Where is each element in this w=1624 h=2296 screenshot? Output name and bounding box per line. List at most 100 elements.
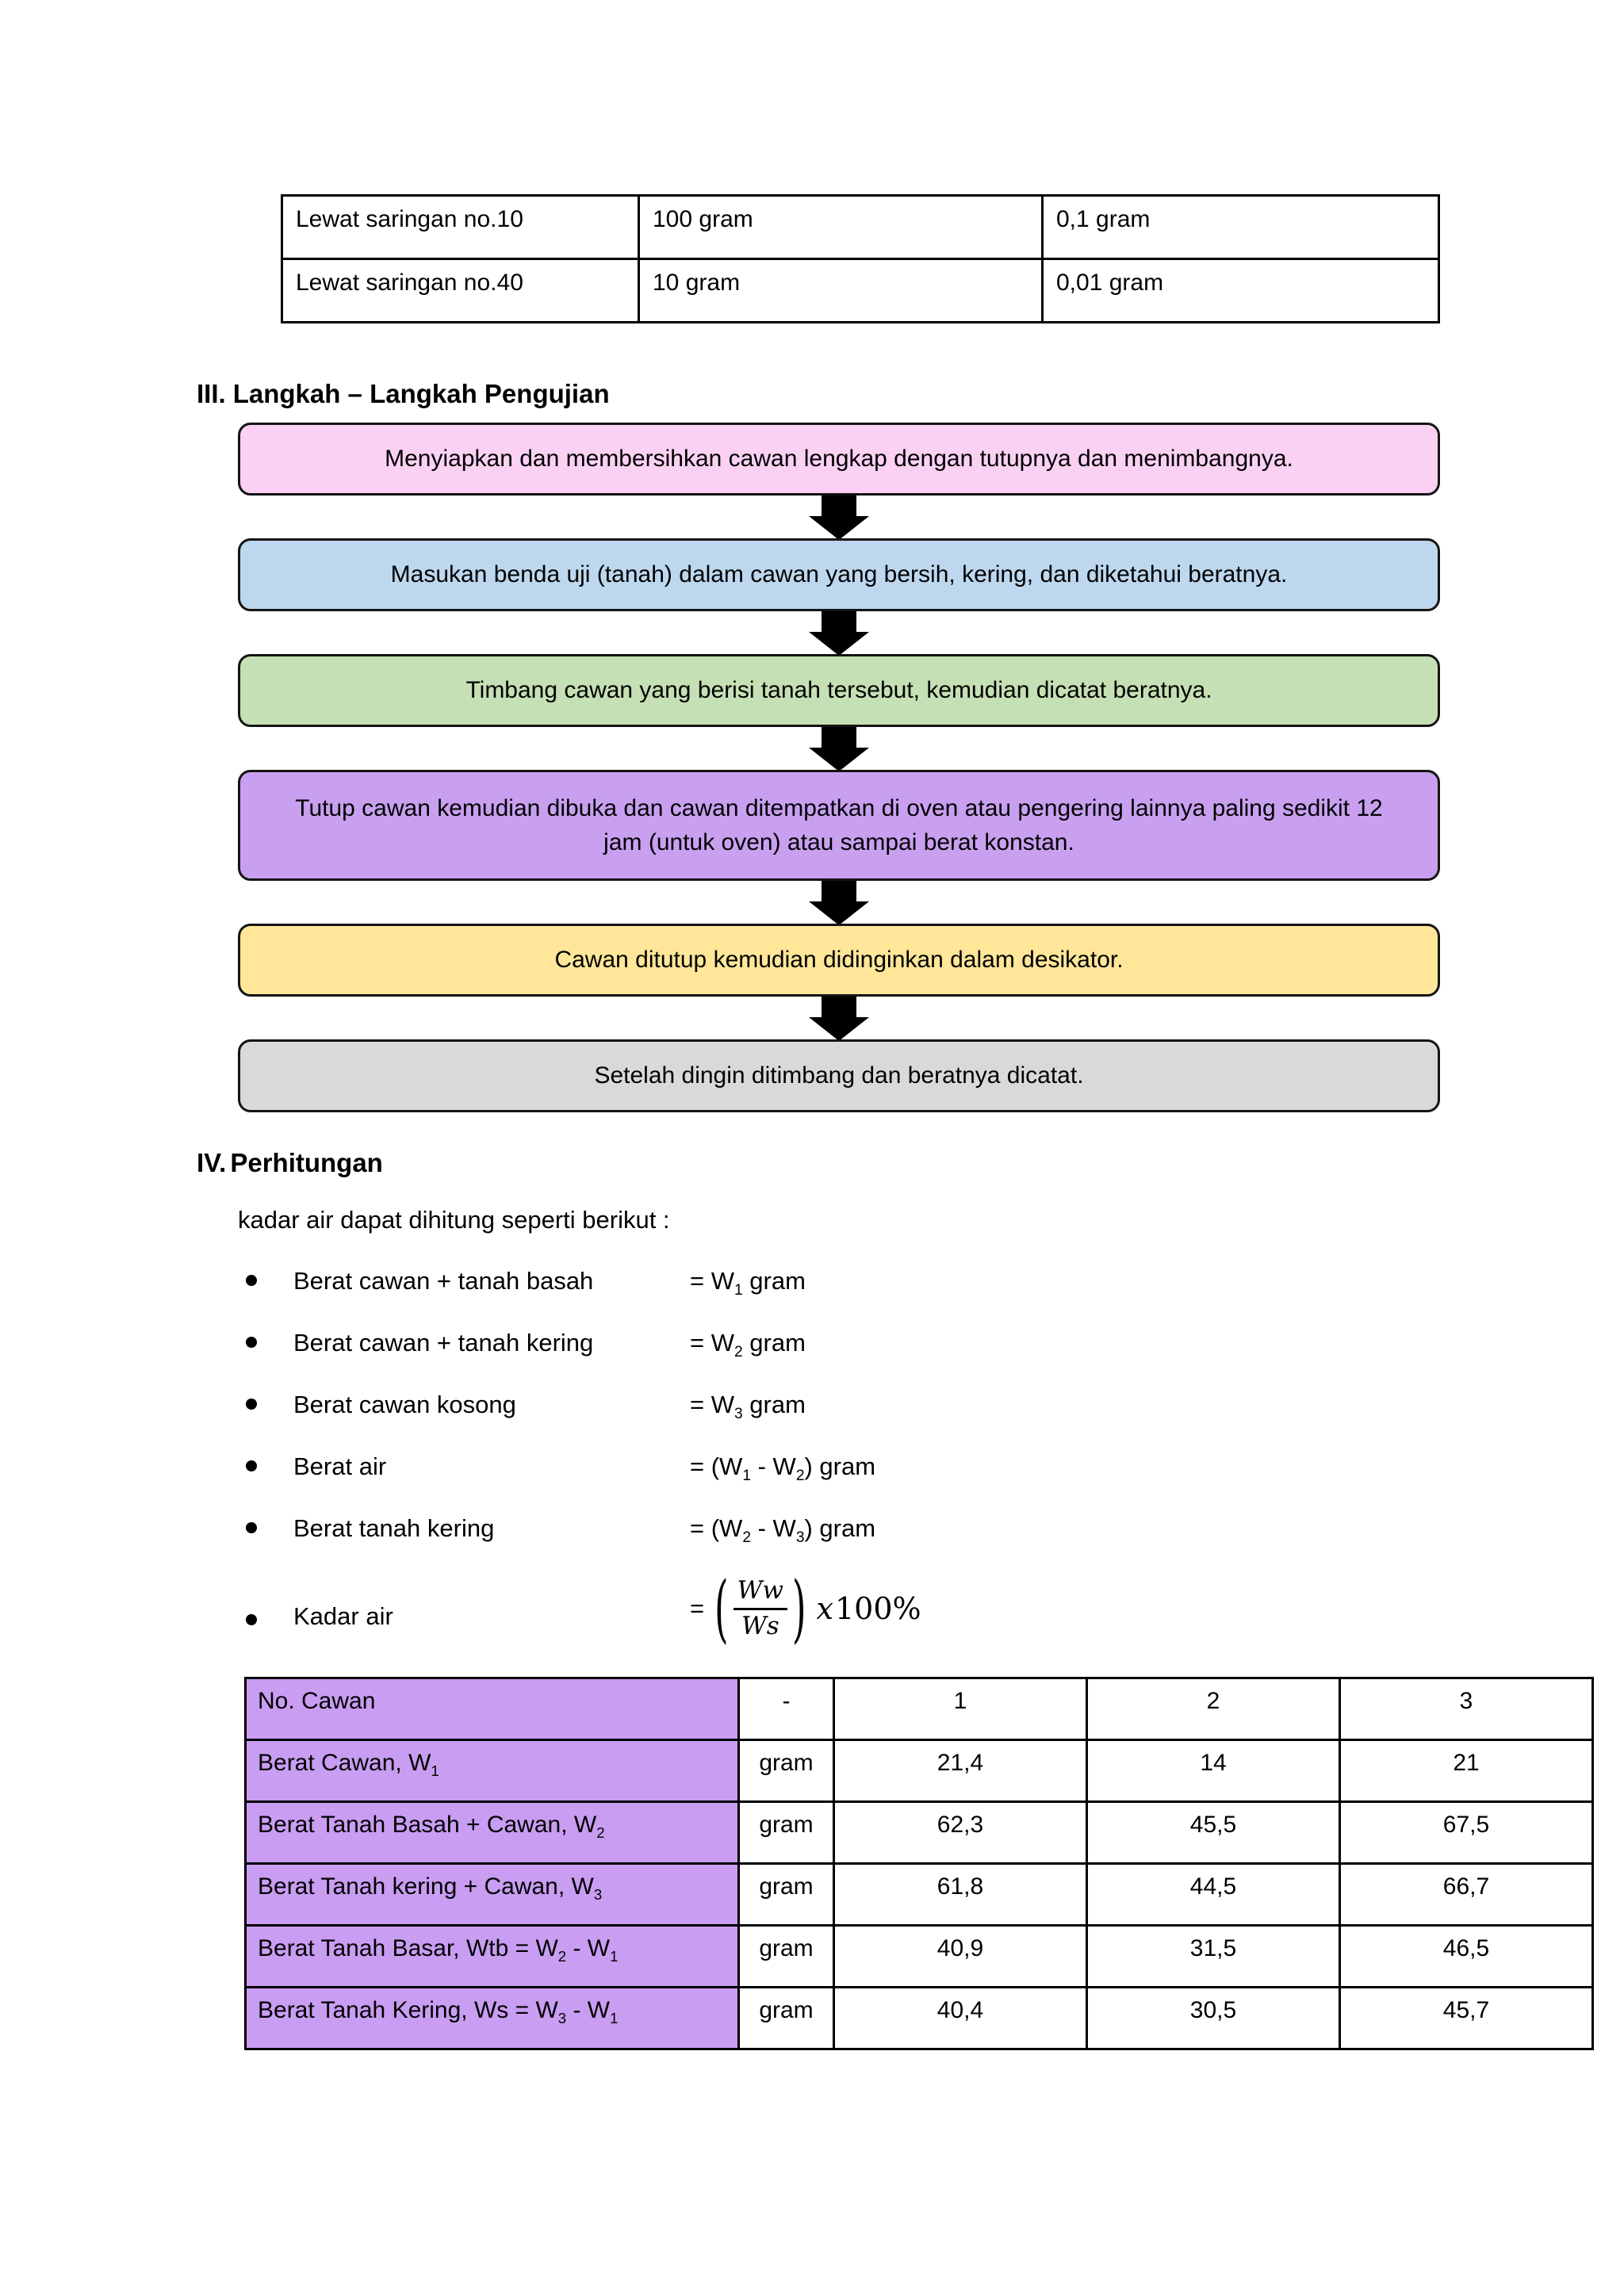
measurement-value-cell: 1 (833, 1677, 1088, 1741)
down-arrow-head (809, 1017, 869, 1041)
measurement-value-cell: 14 (1086, 1739, 1341, 1803)
sieve-cell-precision: 0,01 gram (1041, 258, 1440, 323)
down-arrow-head (809, 901, 869, 925)
flowchart: Menyiapkan dan membersihkan cawan lengka… (238, 423, 1440, 1112)
calc-item-value: = W2 gram (690, 1329, 806, 1361)
calc-item-value: = W1 gram (690, 1267, 806, 1299)
calc-item-label: Berat cawan kosong (293, 1391, 516, 1418)
measurement-value-cell: 45,7 (1339, 1986, 1594, 2050)
flowchart-connector (238, 494, 1440, 540)
bullet-icon (246, 1337, 257, 1348)
measurement-label-cell: Berat Cawan, W1 (244, 1739, 740, 1803)
measurement-value-cell: 62,3 (833, 1800, 1088, 1865)
section-three-number: III. (197, 379, 226, 408)
flowchart-step-text: Menyiapkan dan membersihkan cawan lengka… (385, 446, 1293, 473)
measurement-table-body: No. Cawan - 1 2 3 Berat Cawan, W1 gram 2… (244, 1677, 1594, 2050)
flowchart-step-box: Timbang cawan yang berisi tanah tersebut… (238, 654, 1440, 727)
sieve-cell-name: Lewat saringan no.40 (281, 258, 640, 323)
bullet-icon (246, 1399, 257, 1410)
calc-item-label: Berat air (293, 1452, 387, 1480)
formula-equals: = (690, 1594, 705, 1623)
down-arrow-stem (822, 725, 856, 748)
flowchart-connector (238, 995, 1440, 1041)
formula-numerator: Ww (733, 1576, 788, 1611)
measurement-value-cell: 31,5 (1086, 1924, 1341, 1988)
measurement-unit-cell: gram (737, 1862, 835, 1927)
measurement-label-cell: Berat Tanah Kering, Ws = W3 - W1 (244, 1986, 740, 2050)
flowchart-step-text: Cawan ditutup kemudian didinginkan dalam… (554, 947, 1124, 974)
sieve-cell-weight: 10 gram (638, 258, 1044, 323)
measurement-table-row: Berat Tanah Kering, Ws = W3 - W1 gram 40… (244, 1986, 1594, 2050)
sieve-table-row: Lewat saringan no.10 100 gram 0,1 gram (281, 194, 1440, 260)
measurement-label-cell: No. Cawan (244, 1677, 740, 1741)
measurement-unit-cell: - (737, 1677, 835, 1741)
section-four-number: IV. (197, 1148, 227, 1177)
measurement-value-cell: 44,5 (1086, 1862, 1341, 1927)
flowchart-connector (238, 610, 1440, 656)
measurement-value-cell: 66,7 (1339, 1862, 1594, 1927)
down-arrow-icon (809, 494, 869, 540)
sieve-cell-weight: 100 gram (638, 194, 1044, 260)
calc-list-item: Berat air = (W1 - W2) gram (246, 1452, 1435, 1514)
flowchart-connector (238, 879, 1440, 925)
measurement-unit-cell: gram (737, 1739, 835, 1803)
flowchart-step-text: Tutup cawan kemudian dibuka dan cawan di… (295, 794, 1383, 856)
calc-list-item: Berat cawan kosong = W3 gram (246, 1391, 1435, 1452)
section-three-heading: III.Langkah – Langkah Pengujian (197, 379, 610, 409)
calc-intro-text: kadar air dapat dihitung seperti berikut… (238, 1206, 670, 1234)
measurement-value-cell: 30,5 (1086, 1986, 1341, 2050)
down-arrow-icon (809, 995, 869, 1041)
measurement-unit-cell: gram (737, 1924, 835, 1988)
measurement-label-cell: Berat Tanah Basar, Wtb = W2 - W1 (244, 1924, 740, 1988)
calc-item-value: = (W2 - W3) gram (690, 1514, 876, 1547)
down-arrow-head (809, 748, 869, 771)
measurement-table-row: No. Cawan - 1 2 3 (244, 1677, 1594, 1741)
sieve-cell-precision: 0,1 gram (1041, 194, 1440, 260)
measurement-unit-cell: gram (737, 1986, 835, 2050)
calc-list-item: Berat tanah kering = (W2 - W3) gram (246, 1514, 1435, 1576)
measurement-label-cell: Berat Tanah Basah + Cawan, W2 (244, 1800, 740, 1865)
measurement-table-row: Berat Tanah Basah + Cawan, W2 gram 62,3 … (244, 1800, 1594, 1865)
formula-fraction: Ww Ws (733, 1576, 788, 1641)
measurement-table-row: Berat Cawan, W1 gram 21,4 14 21 (244, 1739, 1594, 1803)
measurement-value-cell: 3 (1339, 1677, 1594, 1741)
down-arrow-icon (809, 725, 869, 771)
down-arrow-head (809, 632, 869, 656)
measurement-label-cell: Berat Tanah kering + Cawan, W3 (244, 1862, 740, 1927)
formula-open-paren: ( (714, 1566, 729, 1651)
calc-item-label: Berat cawan + tanah kering (293, 1329, 594, 1357)
flowchart-step-box: Setelah dingin ditimbang dan beratnya di… (238, 1039, 1440, 1112)
down-arrow-stem (822, 879, 856, 901)
water-content-formula: = ( Ww Ws ) x100% (690, 1572, 921, 1646)
flowchart-step-box: Menyiapkan dan membersihkan cawan lengka… (238, 423, 1440, 496)
down-arrow-stem (822, 610, 856, 632)
calc-item-label: Berat cawan + tanah basah (293, 1267, 594, 1295)
bullet-icon (246, 1275, 257, 1286)
bullet-icon (246, 1522, 257, 1533)
formula-percent: 100% (834, 1591, 921, 1627)
bullet-icon (246, 1460, 257, 1471)
calc-list: Berat cawan + tanah basah = W1 gram Bera… (246, 1267, 1435, 1646)
flowchart-step-box: Masukan benda uji (tanah) dalam cawan ya… (238, 538, 1440, 611)
formula-close-paren: ) (792, 1566, 806, 1651)
measurement-table-row: Berat Tanah kering + Cawan, W3 gram 61,8… (244, 1862, 1594, 1927)
sieve-cell-name: Lewat saringan no.10 (281, 194, 640, 260)
measurement-value-cell: 67,5 (1339, 1800, 1594, 1865)
formula-suffix: x100% (817, 1591, 921, 1626)
sieve-table: Lewat saringan no.10 100 gram 0,1 gram L… (281, 194, 1440, 323)
measurement-value-cell: 40,9 (833, 1924, 1088, 1988)
measurement-value-cell: 45,5 (1086, 1800, 1341, 1865)
flowchart-step-text: Timbang cawan yang berisi tanah tersebut… (465, 677, 1212, 704)
down-arrow-icon (809, 610, 869, 656)
measurement-value-cell: 2 (1086, 1677, 1341, 1741)
calc-list-item: Berat cawan + tanah kering = W2 gram (246, 1329, 1435, 1391)
flowchart-connector (238, 725, 1440, 771)
calc-list-item-formula: Kadar air = ( Ww Ws ) x100% (246, 1572, 1435, 1646)
section-four-title: Perhitungan (230, 1148, 383, 1177)
down-arrow-stem (822, 995, 856, 1017)
flowchart-step-text: Masukan benda uji (tanah) dalam cawan ya… (390, 561, 1288, 588)
flowchart-step-box: Cawan ditutup kemudian didinginkan dalam… (238, 924, 1440, 997)
down-arrow-head (809, 516, 869, 540)
measurement-value-cell: 40,4 (833, 1986, 1088, 2050)
measurement-table-row: Berat Tanah Basar, Wtb = W2 - W1 gram 40… (244, 1924, 1594, 1988)
